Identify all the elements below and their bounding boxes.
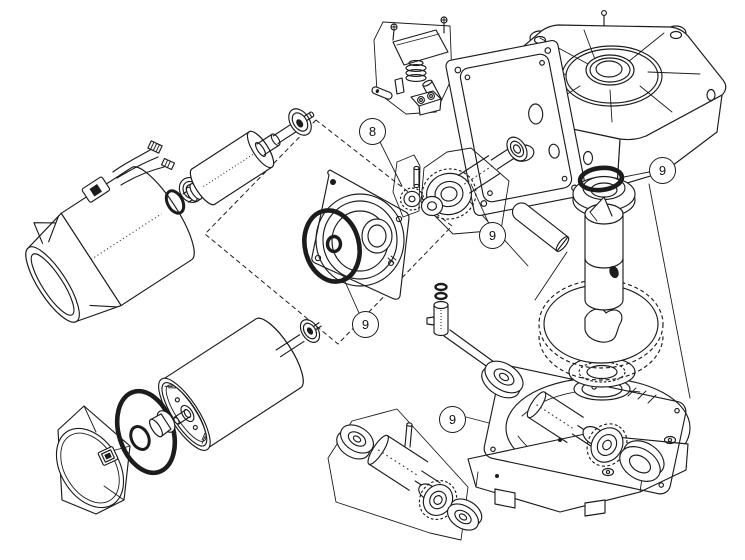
mounting-bracket-plate xyxy=(445,40,587,216)
bearing-bushing-ring xyxy=(325,234,343,254)
callout-9-seal-o-ring: 9 xyxy=(649,157,676,184)
drive-pinion-kit xyxy=(392,154,425,218)
retainer-o-ring xyxy=(129,425,151,451)
cooling-boss xyxy=(509,29,701,123)
worm-gear-service-kit xyxy=(327,408,483,541)
idler-pin xyxy=(512,202,570,252)
output-seal-o-ring xyxy=(577,165,625,193)
limit-switch-kit xyxy=(371,16,453,116)
motor-shaft-bearing xyxy=(299,319,322,343)
callout-leaders xyxy=(342,141,650,424)
callout-9-flange-o-ring: 9 xyxy=(352,311,379,338)
bearing-retainer xyxy=(149,410,176,438)
drive-pinion xyxy=(399,187,425,211)
motor-lead-wires xyxy=(112,140,176,186)
stator-motor-assembly xyxy=(25,140,195,323)
motor-flange-plate xyxy=(311,169,410,300)
gearbox-base-housing xyxy=(467,377,691,517)
callout-label: 9 xyxy=(448,412,457,427)
end-cap-connector xyxy=(97,446,119,466)
worm-shaft-bearing xyxy=(506,136,528,162)
splined-coupler xyxy=(568,356,636,388)
rotor-ball-bearing xyxy=(288,108,315,136)
armature-rotor xyxy=(182,123,298,206)
shaft-o-ring xyxy=(164,189,186,215)
flanged-bearing xyxy=(619,440,665,482)
motor-end-cap xyxy=(55,405,131,515)
spring xyxy=(405,59,427,82)
worm-pinion-gear xyxy=(586,423,628,467)
intermediate-gear-cluster xyxy=(420,136,528,235)
flange-o-ring xyxy=(302,208,362,284)
limit-drive-shaft xyxy=(426,282,495,369)
callout-label: 9 xyxy=(658,163,667,178)
callout-9-base-gasket: 9 xyxy=(439,406,466,433)
output-shaft xyxy=(584,196,624,311)
callout-label: 8 xyxy=(368,124,377,139)
worm-left-bearing xyxy=(481,360,524,399)
output-gear xyxy=(538,279,664,381)
callout-label: 9 xyxy=(488,228,497,243)
callout-label: 9 xyxy=(361,317,370,332)
motor-can xyxy=(158,317,305,451)
callout-8-pinion-kit: 8 xyxy=(359,118,386,145)
callout-9-worm-shaft: 9 xyxy=(479,222,506,249)
base-worm-shaft xyxy=(526,391,665,482)
